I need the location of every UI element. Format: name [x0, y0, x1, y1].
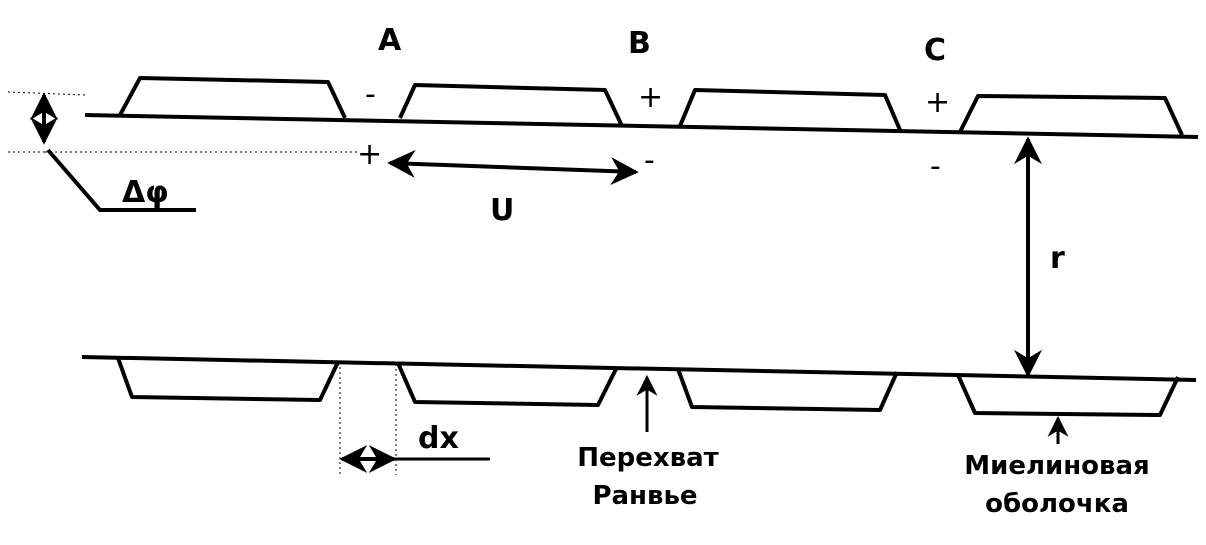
myelin-segment-bottom-4: [956, 374, 1180, 417]
myelin-sheath-caption-line-1: Миелиновая: [964, 451, 1150, 481]
sign-c-bottom: -: [930, 149, 941, 184]
myelin-segment-top-2: [398, 83, 624, 127]
myelin-segment-top-3: [678, 88, 902, 131]
myelin-segment-bottom-2: [396, 362, 619, 407]
axon-membrane-top: [84, 113, 1199, 139]
myelin-segment-bottom-3: [676, 368, 899, 412]
delta-phi-leader: [46, 148, 196, 212]
myelin-segments-top: [118, 76, 1184, 136]
node-c-label: C: [924, 33, 946, 68]
sign-c-top: +: [925, 85, 950, 120]
myelin-segment-top-4: [958, 94, 1184, 136]
myelin-sheath-caption-line-2: оболочка: [985, 489, 1129, 519]
dx-label: dx: [418, 421, 459, 456]
node-of-ranvier-caption-line-1: Перехват: [577, 443, 718, 473]
node-b-label: B: [628, 26, 651, 61]
sign-b-top: +: [638, 80, 663, 115]
delta-phi-label: Δφ: [122, 175, 169, 210]
node-a-label: A: [378, 23, 402, 58]
node-of-ranvier-caption-line-2: Ранвье: [592, 481, 697, 511]
r-label: r: [1050, 241, 1065, 276]
myelin-segment-bottom-1: [116, 357, 340, 402]
sign-a-top: -: [365, 77, 376, 112]
myelin-segment-top-1: [118, 76, 347, 119]
sign-b-bottom: -: [644, 143, 655, 178]
u-arrow: [387, 149, 639, 186]
u-label: U: [490, 193, 514, 228]
axon-membrane-bottom: [81, 355, 1197, 382]
myelin-segments-bottom: [116, 357, 1180, 417]
sign-a-bottom: +: [357, 137, 382, 172]
dashed-level-top: [7, 91, 86, 96]
